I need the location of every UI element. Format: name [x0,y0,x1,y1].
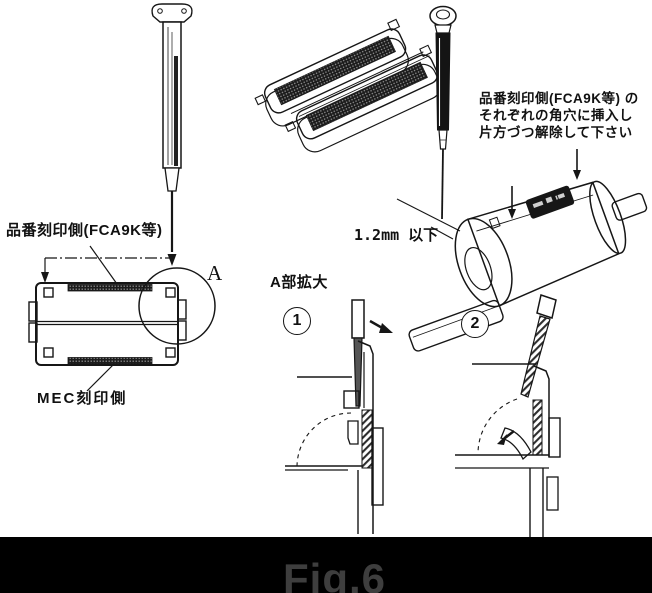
top-marking-side-label: 品番刻印側(FCA9K等) [6,222,163,239]
tip-width-label: 1.2mm 以下 [354,226,439,244]
detail-a-circle [138,267,216,345]
core-on-cable-icon [408,180,648,352]
alignment-dashdot-line [41,257,171,283]
instruction-line-1: 品番刻印側(FCA9K等) の [479,91,639,106]
leader-lines [86,245,118,392]
instruction-line-2: それぞれの角穴に挿入し [479,108,633,123]
tip-width-measure-lines [396,198,461,240]
screwdriver-right-icon [429,5,457,220]
bottom-marking-side-label: MEC刻印側 [37,390,128,407]
figure-caption: Fig.6 [283,555,387,593]
ferrite-core-open-icon [254,18,441,153]
core-top-view [28,267,216,366]
detail-1-cross-section [285,299,393,534]
screwdriver-left-icon [151,3,193,266]
insert-point-arrows [508,149,581,219]
step-2-number: 2 [470,315,480,332]
step-2-badge: 2 [461,310,489,338]
caption-bar: Fig.6 [0,537,652,593]
step-1-number: 1 [292,312,302,329]
detail-area-title: A部拡大 [270,274,328,291]
detail-area-letter: A [207,261,223,285]
step-1-badge: 1 [283,307,311,335]
instruction-line-3: 片方づつ解除して下さい [479,125,633,140]
detail-2-cross-section [455,294,561,537]
